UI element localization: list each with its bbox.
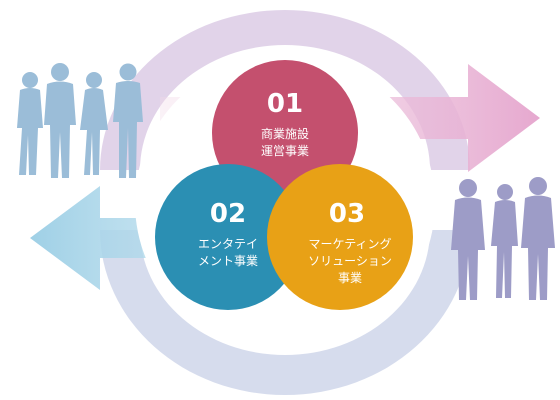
cycle-ring-bottom — [100, 230, 470, 395]
circle-03-label-line1: マーケティング — [308, 237, 391, 251]
circle-03-label-line2: ソリューション — [308, 254, 392, 268]
circle-01-label-line1: 商業施設 — [261, 126, 309, 141]
circle-01-label-line2: 運営事業 — [261, 144, 309, 158]
consumers-group-icon — [17, 63, 143, 178]
circle-02-number: 02 — [210, 199, 246, 229]
business-people-icon — [451, 177, 555, 300]
circle-02 — [155, 164, 301, 310]
circle-01-number: 01 — [267, 89, 303, 119]
circle-02-label-line2: メント事業 — [198, 254, 258, 268]
circle-02-label-line1: エンタテイ — [198, 237, 258, 251]
circle-03 — [267, 164, 413, 310]
circle-03-number: 03 — [329, 199, 365, 229]
cycle-ring-top — [100, 10, 470, 170]
circle-03-label-line3: 事業 — [338, 271, 362, 285]
